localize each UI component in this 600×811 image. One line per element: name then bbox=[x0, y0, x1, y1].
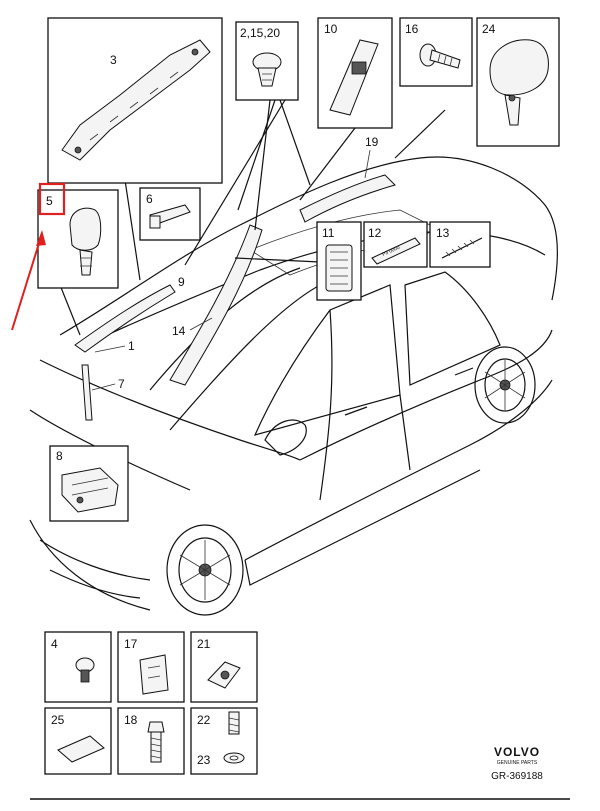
box-part-6: 6 bbox=[139, 187, 201, 241]
box-25-label: 25 bbox=[51, 713, 65, 727]
callout-19: 19 bbox=[365, 135, 379, 149]
box-part-21: 21 bbox=[190, 631, 258, 703]
highlight-box bbox=[38, 182, 66, 216]
box-part-24: 24 bbox=[476, 17, 560, 147]
box-24-label: 24 bbox=[482, 22, 496, 36]
callout-14: 14 bbox=[172, 324, 186, 338]
box-part-12: 12 P3 0000 bbox=[363, 221, 428, 268]
box-6-label: 6 bbox=[146, 192, 153, 206]
callout-1: 1 bbox=[128, 339, 135, 353]
box-8-label: 8 bbox=[56, 449, 63, 463]
box-21-label: 21 bbox=[197, 637, 211, 651]
box-part-10: 10 bbox=[317, 17, 393, 129]
box-part-13: 13 bbox=[429, 221, 491, 268]
reference-number: GR-369188 bbox=[491, 771, 543, 782]
box-17-label: 17 bbox=[124, 637, 138, 651]
part-14-pillar-trim bbox=[169, 224, 263, 386]
red-pointer-arrow bbox=[11, 230, 46, 331]
box-18-label: 18 bbox=[124, 713, 138, 727]
box-23-label: 23 bbox=[197, 753, 211, 767]
brand-subtitle: GENUINE PARTS bbox=[497, 760, 538, 766]
box-part-5: 5 bbox=[37, 182, 119, 289]
brand-logo: VOLVO bbox=[494, 745, 540, 759]
box-part-17: 17 bbox=[117, 631, 185, 703]
box-part-18: 18 bbox=[117, 707, 185, 775]
part-19-roof-trim bbox=[299, 174, 396, 223]
box-13-label: 13 bbox=[436, 226, 450, 240]
box-part-2-15-20: 2,15,20 bbox=[235, 21, 299, 101]
box-2-label: 2,15,20 bbox=[240, 26, 280, 40]
box-part-25: 25 bbox=[44, 707, 112, 775]
box-5-label: 5 bbox=[46, 194, 53, 208]
leader-lines bbox=[59, 99, 446, 336]
box-10-label: 10 bbox=[324, 22, 338, 36]
box-3-label: 3 bbox=[110, 53, 117, 67]
callout-7: 7 bbox=[118, 377, 125, 391]
box-part-4: 4 bbox=[44, 631, 112, 703]
box-part-22-23: 22 23 bbox=[190, 707, 258, 775]
box-part-3: 3 bbox=[47, 17, 223, 184]
box-part-8: 8 bbox=[49, 445, 129, 522]
box-4-label: 4 bbox=[51, 637, 58, 651]
box-11-label: 11 bbox=[322, 226, 335, 240]
callout-9: 9 bbox=[178, 275, 185, 289]
box-22-label: 22 bbox=[197, 713, 211, 727]
part-7-strap bbox=[81, 364, 93, 421]
part-3-bracket bbox=[61, 39, 211, 161]
box-16-label: 16 bbox=[405, 22, 419, 36]
part-1-dash-trim bbox=[74, 284, 176, 353]
box-part-16: 16 bbox=[399, 17, 473, 87]
box-part-11: 11 bbox=[316, 221, 362, 301]
box-12-label: 12 bbox=[368, 226, 382, 240]
